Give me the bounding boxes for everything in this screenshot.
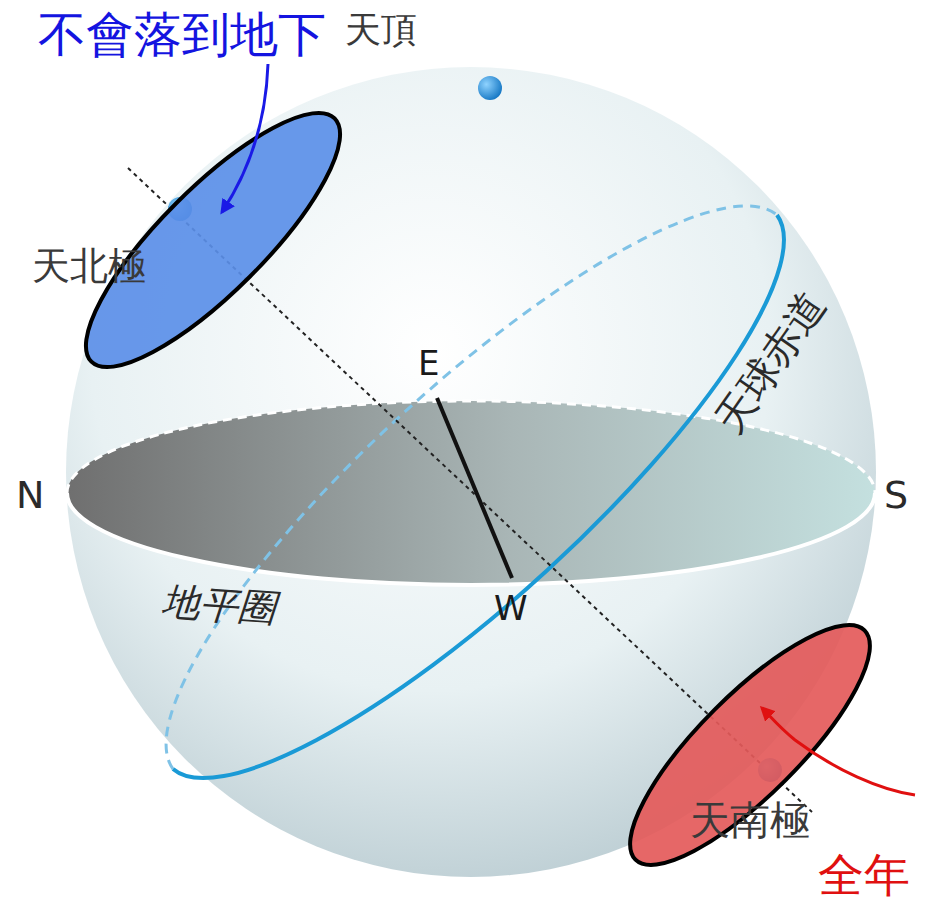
zenith-dot — [478, 76, 502, 100]
direction-label: N — [16, 475, 44, 517]
direction-label: W — [494, 590, 528, 627]
point-label: 天南極 — [690, 798, 810, 842]
callout-text: 不會落到地下 — [38, 8, 326, 61]
point-label: 天頂 — [345, 10, 417, 50]
circle-label: 地平圈 — [161, 581, 278, 631]
callout-arrow — [222, 64, 268, 212]
circle-label: 天球赤道 — [706, 284, 834, 440]
equator-front — [173, 215, 784, 778]
direction-label: S — [884, 475, 908, 517]
direction-label: E — [418, 345, 439, 382]
horizon-disc — [67, 401, 875, 585]
point-label: 天北極 — [32, 246, 146, 288]
callout-arrow — [762, 708, 915, 795]
horizon-front — [67, 493, 875, 585]
circumpolar-region — [55, 82, 372, 399]
callout-text: 全年 — [818, 850, 910, 901]
east-west-line — [437, 398, 512, 578]
